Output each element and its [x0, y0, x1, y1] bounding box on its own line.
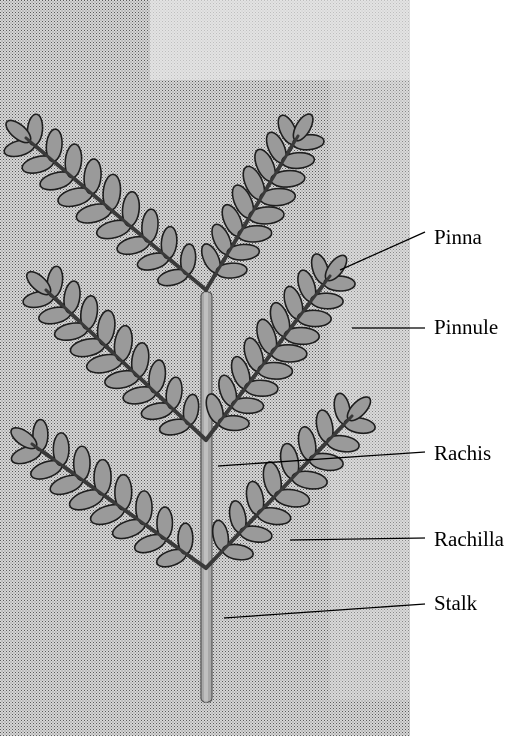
pinna-label: Pinna: [434, 225, 483, 249]
pinnule-label: Pinnule: [434, 315, 498, 339]
stalk-highlight: [204, 292, 208, 702]
rachilla-label: Rachilla: [434, 527, 505, 551]
stalk-label: Stalk: [434, 591, 478, 615]
rachis-label: Rachis: [434, 441, 491, 465]
background-mid-patch: [330, 80, 410, 700]
background-top-band: [150, 0, 410, 80]
